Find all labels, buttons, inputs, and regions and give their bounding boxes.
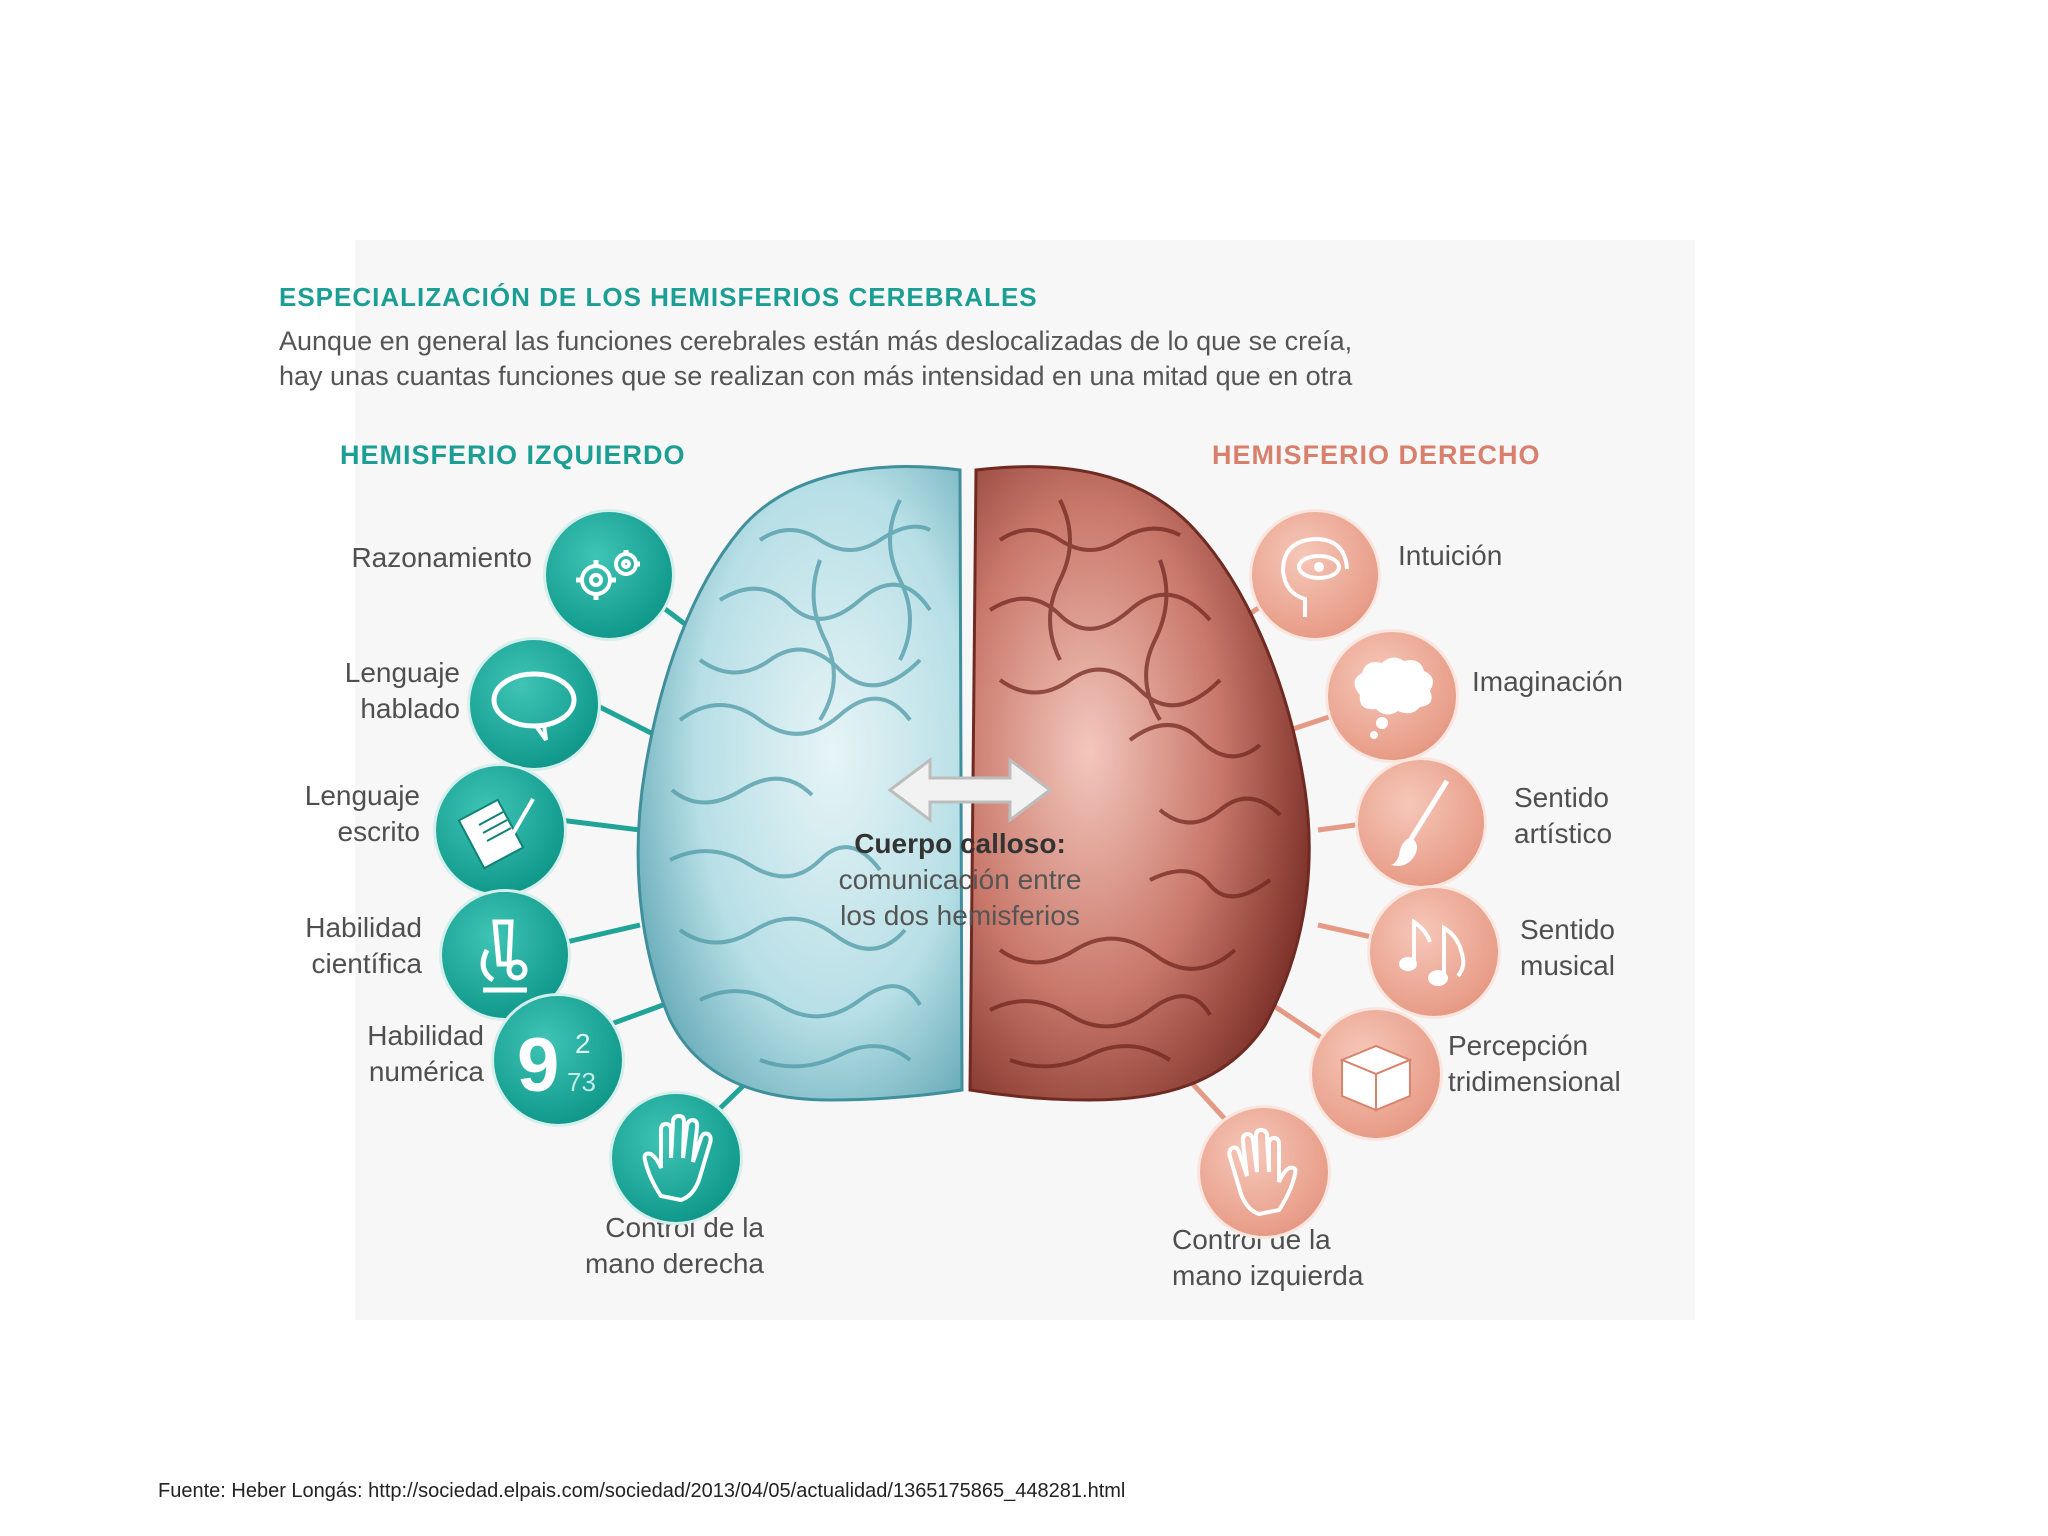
label-razonamiento: Razonamiento [351, 542, 532, 573]
right-hemisphere-label: HEMISFERIO DERECHO [1212, 440, 1541, 470]
label-imaginacion: Imaginación [1472, 666, 1623, 697]
corpus-callosum-caption: Cuerpo calloso: comunicación entre los d… [760, 826, 1160, 934]
corpus-callosum-line-1: comunicación entre [838, 864, 1082, 895]
corpus-callosum-arrow [887, 757, 1053, 823]
source-citation: Fuente: Heber Longás: http://sociedad.el… [158, 1480, 1126, 1502]
diagram-title: ESPECIALIZACIÓN DE LOS HEMISFERIOS CEREB… [279, 282, 1038, 312]
speech-bubble-icon [470, 640, 598, 768]
numbers-icon-big: 9 [517, 1023, 559, 1108]
subtitle-line-2: hay unas cuantas funciones que se realiz… [279, 361, 1353, 391]
subtitle-line-1: Aunque en general las funciones cerebral… [279, 326, 1353, 356]
hand-icon [612, 1094, 740, 1222]
music-notes-icon [1370, 888, 1498, 1016]
paintbrush-icon [1358, 760, 1484, 886]
numbers-icon: 9 2 73 [494, 996, 622, 1124]
numbers-icon-small-1: 2 [575, 1028, 591, 1059]
hand-icon [1200, 1108, 1328, 1236]
gears-icon [546, 512, 672, 638]
numbers-icon-small-2: 73 [567, 1067, 596, 1097]
corpus-callosum-line-2: los dos hemisferios [840, 900, 1080, 931]
head-eye-icon [1252, 512, 1378, 638]
left-hemisphere-label: HEMISFERIO IZQUIERDO [340, 440, 686, 470]
right-hemisphere-shape [968, 465, 1311, 1102]
thought-cloud-icon [1328, 632, 1456, 760]
document-pen-icon [436, 766, 564, 894]
label-intuicion: Intuición [1398, 540, 1503, 571]
corpus-callosum-title: Cuerpo calloso: [854, 828, 1066, 859]
cube-icon [1312, 1010, 1440, 1138]
